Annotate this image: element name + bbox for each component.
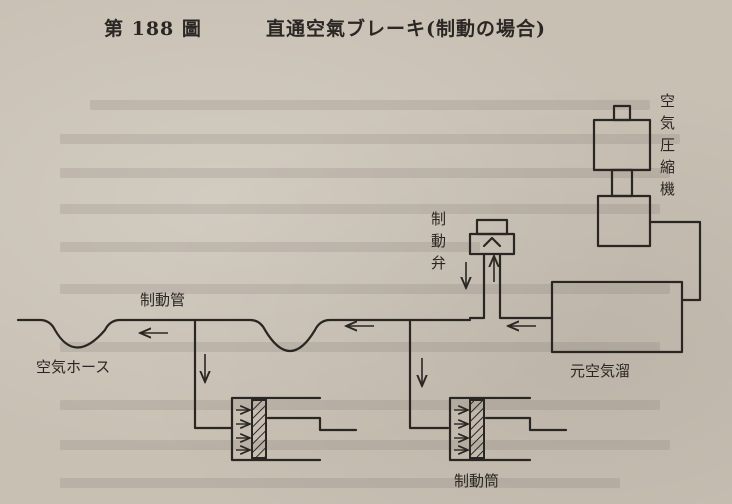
bleed-through-line: [60, 478, 620, 488]
compressor-label-1: 空: [660, 92, 675, 110]
control-valve-label-2: 動: [431, 232, 446, 250]
control-valve-handle: [482, 236, 502, 248]
brake-cylinder-right: [448, 396, 532, 462]
branch-pipe-left: [193, 318, 233, 430]
compressor-head: [612, 104, 632, 122]
figure-caption: 直通空氣ブレーキ(制動の場合): [266, 18, 546, 40]
compressor-neck: [610, 168, 634, 198]
main-reservoir-label: 元空気溜: [570, 362, 630, 380]
piston-right: [469, 399, 485, 459]
bleed-through-line: [60, 400, 660, 410]
compressor-label-3: 圧: [660, 136, 675, 154]
control-valve-label-1: 制: [431, 210, 446, 228]
compressor-label-2: 気: [660, 114, 675, 132]
compressor-cylinder: [592, 118, 652, 172]
compressor-pipe: [648, 220, 702, 302]
compressor-label-5: 機: [660, 180, 675, 198]
piston-left: [251, 399, 267, 459]
brake-pipe: [16, 318, 472, 353]
branch-pipe-right: [408, 318, 450, 430]
bleed-through-line: [60, 168, 670, 178]
piston-rod-right: [484, 416, 568, 432]
bleed-through-line: [60, 242, 480, 252]
brake-cylinder-left: [230, 396, 322, 462]
control-valve-label-3: 弁: [431, 254, 446, 272]
bleed-through-line: [60, 284, 670, 294]
control-valve-body: [468, 232, 516, 256]
figure-number: 第 188 圖: [104, 18, 202, 40]
control-valve-stem: [468, 252, 486, 320]
bleed-through-line: [60, 342, 660, 352]
air-hose-label: 空気ホース: [36, 358, 110, 376]
brake-pipe-label: 制動管: [140, 291, 185, 309]
bleed-through-line: [60, 204, 660, 214]
compressor-label-4: 縮: [660, 158, 675, 176]
control-valve-cap: [475, 218, 509, 236]
piston-rod-left: [266, 416, 358, 432]
main-reservoir: [550, 280, 684, 354]
bleed-through-line: [60, 134, 680, 144]
bleed-through-line: [60, 440, 670, 450]
compressor-crankcase: [596, 194, 652, 248]
bleed-through-line: [90, 100, 650, 110]
brake-cylinder-label: 制動筒: [454, 472, 499, 490]
reservoir-feed-pipe: [498, 252, 554, 320]
